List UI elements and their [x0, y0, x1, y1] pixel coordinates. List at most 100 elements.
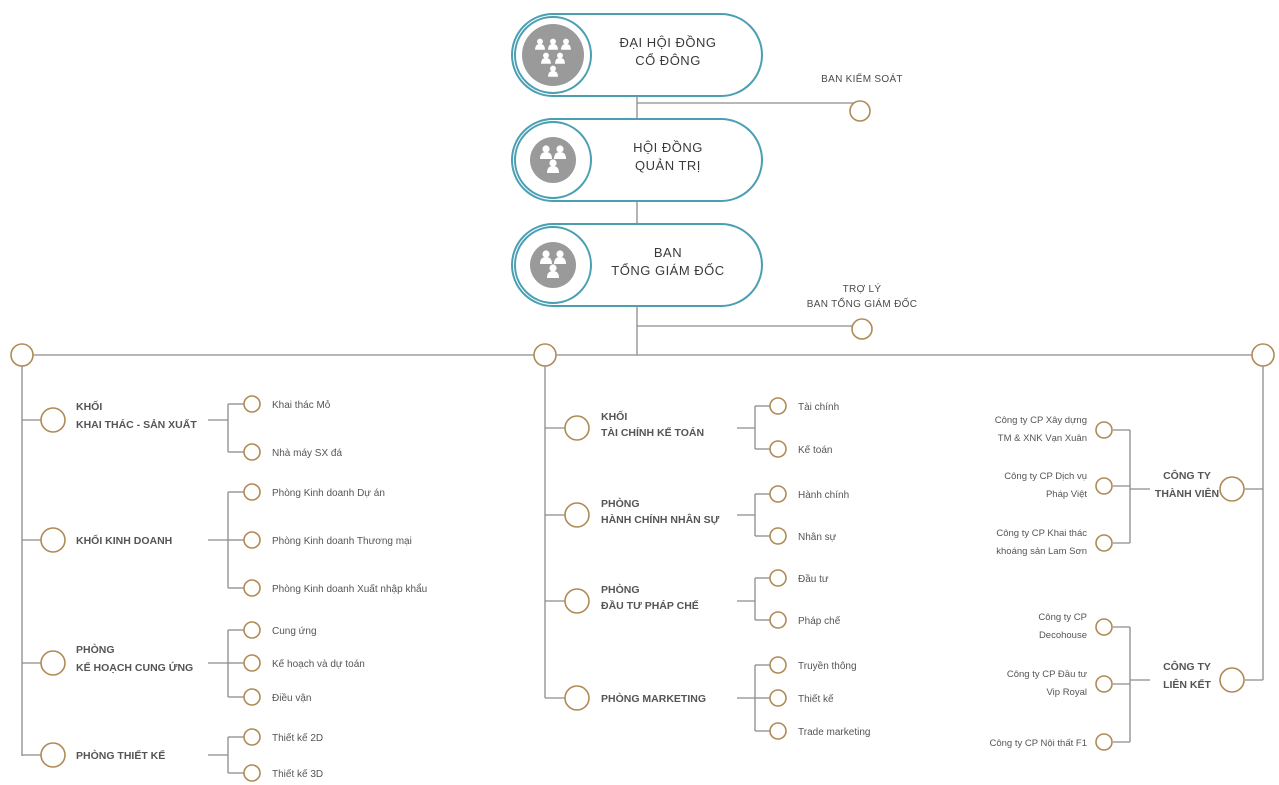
company-label-line: Công ty CP	[1038, 612, 1087, 623]
leaf-label-line: Đầu tư	[798, 573, 829, 585]
leaf-circle	[769, 722, 787, 740]
leaf-label: Đầu tư	[798, 573, 829, 585]
person-body	[548, 44, 558, 50]
person-head	[556, 250, 564, 258]
group-circle	[1219, 476, 1245, 502]
leaf-label: Pháp chế	[798, 615, 841, 627]
leaf-circle	[1095, 675, 1113, 693]
leaf-circle	[243, 688, 261, 706]
person-head	[550, 38, 556, 45]
top-node-label-line: QUẢN TRỊ	[635, 158, 701, 173]
ban-kiem-soat-label: BAN KIỂM SOÁT	[821, 72, 903, 85]
group-label-line: PHÒNG	[601, 497, 640, 510]
leaf-label: Kế hoạch và dự toán	[272, 658, 365, 670]
company-label: Công ty CP Đầu tư Vip Royal	[1007, 669, 1088, 698]
middle-column-circle	[533, 343, 557, 367]
left-column-circle	[10, 343, 34, 367]
tro-ly-circle	[851, 318, 873, 340]
person-head	[557, 52, 563, 59]
leaf-circle	[769, 440, 787, 458]
person-body	[554, 152, 566, 159]
company-label: Công ty CP Decohouse	[1038, 612, 1087, 641]
group-label-line: PHÒNG THIẾT KẾ	[76, 749, 165, 762]
group-label: KHỐI KINH DOANH	[76, 533, 172, 547]
leaf-label-line: Truyền thông	[798, 660, 857, 672]
group-circle	[40, 742, 66, 768]
leaf-label-line: Kế toán	[798, 444, 832, 456]
leaf-label: Thiết kế 3D	[272, 768, 323, 780]
leaf-label: Kế toán	[798, 444, 832, 456]
group-label-line: TÀI CHÍNH KẾ TOÁN	[601, 426, 704, 439]
leaf-label: Tài chính	[798, 402, 839, 413]
leaf-label-line: Trade marketing	[798, 727, 870, 738]
leaf-label: Truyền thông	[798, 660, 857, 672]
group-label-line: HÀNH CHÍNH NHÂN SỰ	[601, 513, 720, 526]
person-head	[543, 52, 549, 59]
group-label-line: KHỐI KINH DOANH	[76, 533, 172, 547]
group-label: PHÒNG HÀNH CHÍNH NHÂN SỰ	[601, 497, 720, 526]
leaf-circle	[243, 395, 261, 413]
leaf-circle	[769, 569, 787, 587]
group-circle	[1219, 667, 1245, 693]
person-body	[555, 58, 565, 64]
top-node-label: HỘI ĐỒNG QUẢN TRỊ	[633, 140, 703, 173]
group-label-line: LIÊN KẾT	[1163, 678, 1211, 691]
group-label-line: THÀNH VIÊN	[1155, 487, 1219, 500]
person-body	[548, 71, 558, 77]
leaf-circle	[769, 689, 787, 707]
leaf-label-line: Pháp chế	[798, 615, 841, 627]
leaf-circle	[243, 728, 261, 746]
leaf-circle	[1095, 477, 1113, 495]
group-label: CÔNG TY THÀNH VIÊN	[1155, 469, 1219, 500]
group-circle	[564, 588, 590, 614]
ban-kiem-soat-label-line: BAN KIỂM SOÁT	[821, 72, 903, 85]
company-label-line: khoáng sản Lam Sơn	[996, 546, 1087, 557]
top-node-label-line: HỘI ĐỒNG	[633, 140, 703, 155]
company-label-line: Công ty CP Nội thất F1	[989, 738, 1087, 749]
person-body	[547, 166, 559, 173]
group-label-line: PHÒNG MARKETING	[601, 692, 706, 705]
group-circle	[40, 650, 66, 676]
ban-kiem-soat-circle	[849, 100, 871, 122]
group-label-line: CÔNG TY	[1163, 660, 1211, 673]
group-circle	[564, 415, 590, 441]
leaf-circle	[243, 764, 261, 782]
leaf-label: Phòng Kinh doanh Thương mại	[272, 536, 412, 547]
leaf-label: Phòng Kinh doanh Xuất nhập khẩu	[272, 583, 427, 595]
leaf-label-line: Thiết kế 2D	[272, 732, 323, 744]
person-body	[535, 44, 545, 50]
leaf-label-line: Điều vận	[272, 692, 311, 704]
leaf-circle	[1095, 421, 1113, 439]
group-label-line: PHÒNG	[601, 583, 640, 596]
leaf-label-line: Nhân sự	[798, 532, 837, 543]
top-node-label-line: BAN	[654, 245, 682, 260]
group-label-line: ĐẦU TƯ PHÁP CHẾ	[601, 599, 699, 612]
person-head	[542, 250, 550, 258]
company-label-line: Decohouse	[1039, 630, 1087, 641]
leaf-label-line: Khai thác Mỏ	[272, 399, 331, 411]
company-label-line: Công ty CP Xây dựng	[995, 415, 1087, 426]
company-label: Công ty CP Nội thất F1	[989, 738, 1087, 749]
leaf-circle	[1095, 733, 1113, 751]
person-head	[556, 145, 564, 153]
leaf-label-line: Tài chính	[798, 402, 839, 413]
group-label: PHÒNG MARKETING	[601, 692, 706, 705]
top-node-label-line: CỔ ĐÔNG	[635, 53, 701, 68]
company-label-line: Vip Royal	[1047, 687, 1088, 698]
person-head	[550, 65, 556, 72]
leaf-label-line: Cung ứng	[272, 626, 317, 637]
group-label-line: KHỐI	[76, 399, 102, 413]
person-body	[547, 271, 559, 278]
people-group-icon	[530, 137, 576, 183]
leaf-circle	[769, 485, 787, 503]
group-label-line: CÔNG TY	[1163, 469, 1211, 482]
group-circle	[564, 502, 590, 528]
company-label-line: Công ty CP Đầu tư	[1007, 669, 1088, 680]
leaf-circle	[243, 531, 261, 549]
